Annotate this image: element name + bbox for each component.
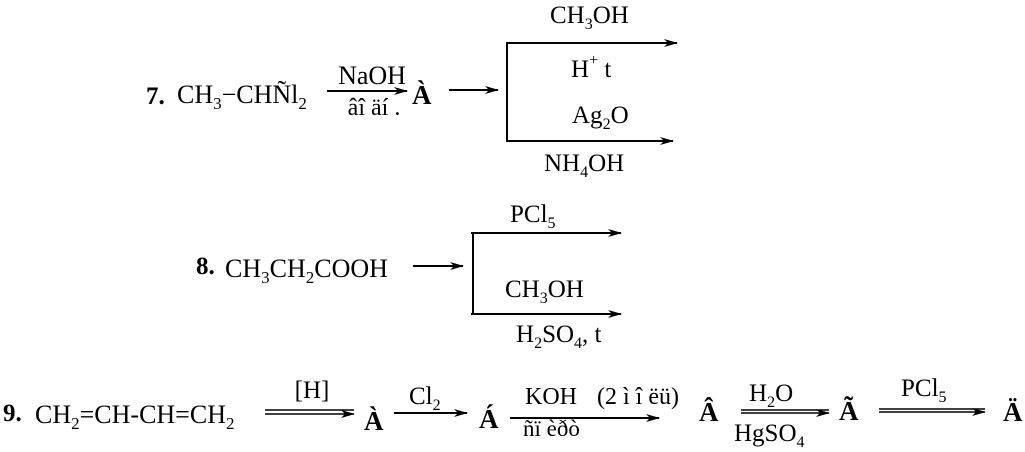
- problem-7-product-a: À: [412, 80, 432, 110]
- problem-7-arrow-1-above: NaOH: [338, 61, 406, 90]
- problem-8-branch-1-reagent: PCl5: [510, 201, 556, 232]
- problem-9-product-b: Á: [479, 404, 499, 434]
- problem-7-branch-1-reagent: CH3OH: [550, 2, 629, 33]
- problem-9-product-e: Ä: [1003, 397, 1023, 427]
- problem-8: 8. CH3CH2COOH PCl5 CH3OH H2SO4, t: [196, 201, 622, 352]
- problem-9-product-d: Ã: [839, 396, 859, 426]
- problem-8-reactant: CH3CH2COOH: [225, 254, 388, 287]
- problem-9-step-3-solvent: ñï èðò: [523, 416, 580, 441]
- problem-8-branch-2-reagent: CH3OH: [505, 276, 584, 307]
- problem-9-number: 9.: [3, 400, 22, 427]
- problem-9-product-a: À: [364, 406, 384, 436]
- problem-7-branch-2-condition: NH4OH: [544, 150, 624, 181]
- problem-9-product-c: Â: [699, 397, 719, 427]
- problem-8-number: 8.: [196, 253, 215, 280]
- problem-7-number: 7.: [146, 83, 165, 110]
- problem-8-branch-2-condition: H2SO4, t: [516, 321, 602, 352]
- problem-9-step-4-reagent: H2O: [749, 380, 793, 411]
- problem-9-step-3-amount: (2 ì î ëü): [597, 384, 679, 410]
- problem-7-arrow-1-below: âî äí .: [348, 95, 401, 121]
- problem-7: 7. CH3−CHÑl2 NaOH âî äí . À CH3OH H+ t A…: [146, 2, 678, 181]
- problem-9-reactant: CH2=CH-CH=CH2: [35, 400, 234, 433]
- problem-9-step-3-reagent: KOH: [525, 384, 577, 410]
- problem-9-step-2-reagent: Cl2: [409, 383, 441, 414]
- problem-9: 9. CH2=CH-CH=CH2 [H] À Cl2 Á KOH (2 ì î …: [3, 375, 1023, 451]
- problem-7-reactant: CH3−CHÑl2: [177, 80, 307, 113]
- problem-9-step-1-reagent: [H]: [295, 377, 330, 404]
- problem-9-step-5-reagent: PCl5: [901, 375, 947, 406]
- problem-7-branch-2-reagent: Ag2O: [572, 102, 629, 133]
- problem-9-step-4-catalyst: HgSO4: [734, 420, 805, 451]
- problem-7-branch-1-condition: H+ t: [571, 52, 611, 83]
